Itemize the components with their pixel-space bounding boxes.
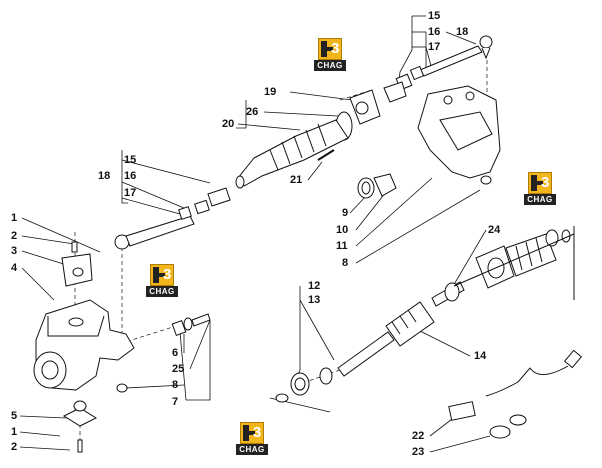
callout-22: 22 [412, 430, 425, 442]
callout-19: 19 [264, 86, 277, 98]
axle-housing [417, 85, 501, 185]
callout-23: 23 [412, 446, 425, 458]
callout-8-lower: 8 [172, 379, 179, 391]
callout-16-upper: 16 [428, 26, 441, 38]
bushings [357, 173, 397, 199]
callout-12: 12 [308, 280, 321, 292]
watermark-logo-top: 3 CHAG [314, 38, 346, 72]
callout-18-upper: 18 [456, 26, 469, 38]
leader-lines [19, 15, 491, 453]
callout-20: 20 [222, 118, 235, 130]
callout-1-upper: 1 [11, 212, 18, 224]
ball-joint-lower [62, 400, 98, 453]
callout-14: 14 [474, 350, 487, 362]
callout-10: 10 [336, 224, 349, 236]
callout-13: 13 [308, 294, 321, 306]
callout-2-upper: 2 [11, 230, 18, 242]
callout-7: 7 [172, 396, 179, 408]
callout-17-lower: 17 [124, 187, 137, 199]
callout-25: 25 [172, 363, 185, 375]
callout-6: 6 [172, 347, 179, 359]
callout-4: 4 [11, 262, 18, 274]
bolt-parts [116, 313, 211, 393]
sensor-cable [448, 349, 583, 439]
callout-5: 5 [11, 410, 18, 422]
callout-16-lower: 16 [124, 170, 137, 182]
callout-9: 9 [342, 207, 349, 219]
tie-rod-lower [114, 187, 231, 250]
callout-1-lower: 1 [11, 426, 18, 438]
callout-26: 26 [246, 106, 259, 118]
callout-8-upper: 8 [342, 257, 349, 269]
callout-11: 11 [336, 240, 348, 252]
callout-24: 24 [488, 224, 501, 236]
watermark-logo-bottom: 3 CHAG [236, 422, 268, 456]
callout-3: 3 [11, 245, 18, 257]
callout-15-upper: 15 [428, 10, 441, 22]
callout-2-lower: 2 [11, 441, 18, 453]
callout-21: 21 [290, 174, 303, 186]
tie-rod-upper [383, 35, 493, 103]
callout-17-upper: 17 [428, 41, 441, 53]
bellows-upper [235, 89, 381, 189]
callout-15-lower: 15 [124, 154, 137, 166]
steering-knuckle [33, 241, 135, 391]
watermark-logo-left: 3 CHAG [146, 264, 178, 298]
callout-18-lower: 18 [98, 170, 111, 182]
watermark-logo-right: 3 CHAG [524, 172, 556, 206]
drive-shaft [275, 226, 575, 403]
